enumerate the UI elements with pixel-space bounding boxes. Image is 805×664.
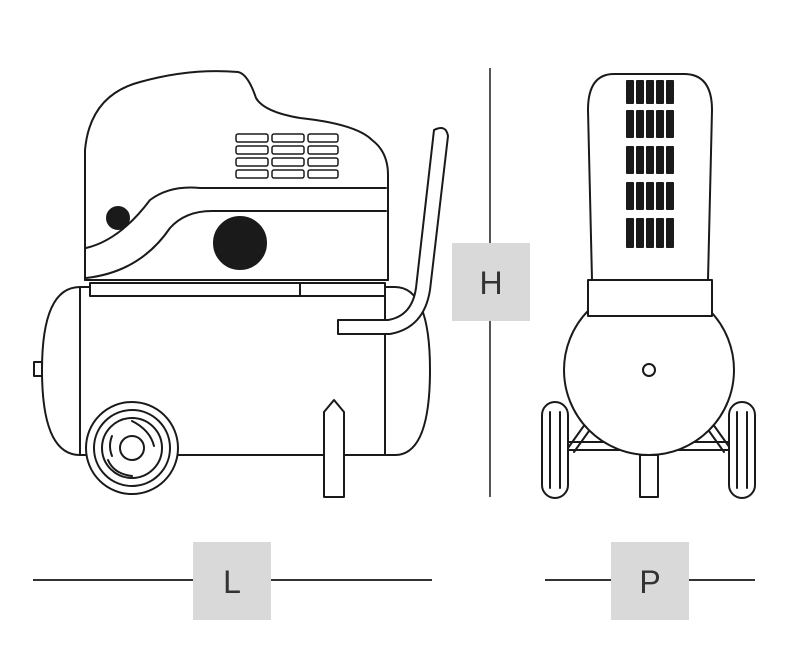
side-handle [337,127,449,335]
height-label: H [479,265,502,301]
length-label-box [193,542,271,620]
side-motor-cover [84,70,389,297]
length-label: L [223,564,241,600]
height-label-box [452,243,530,321]
front-valve [642,363,656,377]
dimension-length: L [33,542,432,620]
front-vents [626,80,674,248]
compressor-side-view [33,70,449,498]
front-wheel-right [728,401,756,499]
side-foot [323,399,345,498]
dimension-depth: P [545,542,755,620]
compressor-front-view [541,73,756,499]
side-vents [235,133,339,179]
side-wheel [85,401,179,495]
front-motor-cover [587,73,713,317]
dimension-height: H [452,68,530,497]
depth-label-box [611,542,689,620]
front-wheel-left [541,401,569,499]
depth-label: P [639,564,660,600]
